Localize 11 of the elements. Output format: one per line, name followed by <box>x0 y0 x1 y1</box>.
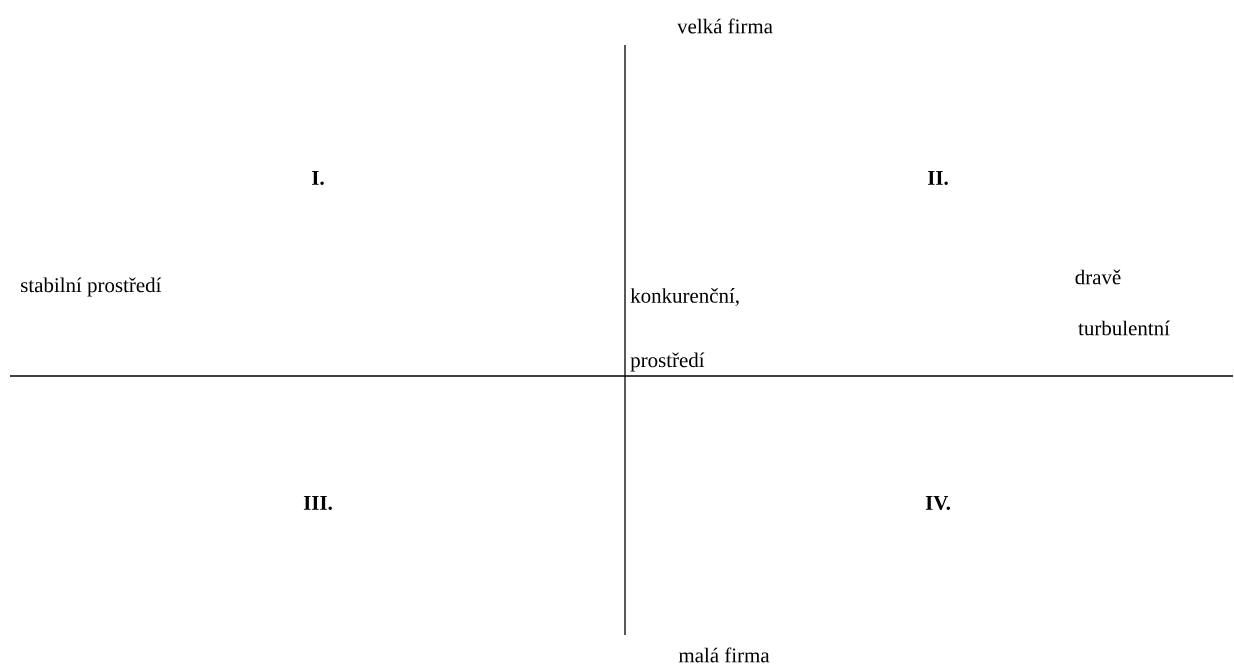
quadrant-number: IV. <box>925 495 950 510</box>
quadrant-number: I. <box>312 171 324 185</box>
axis-label: dravě <box>1075 269 1121 285</box>
axis-label: turbulentní <box>1078 320 1170 336</box>
quadrant-number: II. <box>927 171 948 185</box>
axis-label: prostředí <box>630 352 705 372</box>
axis-label: stabilní prostředí <box>21 277 162 297</box>
axis-label: malá firma <box>678 647 770 663</box>
axis-label: konkurenční, <box>630 288 739 306</box>
quadrant-number: III. <box>303 496 332 510</box>
axis-label: velká firma <box>677 18 773 34</box>
